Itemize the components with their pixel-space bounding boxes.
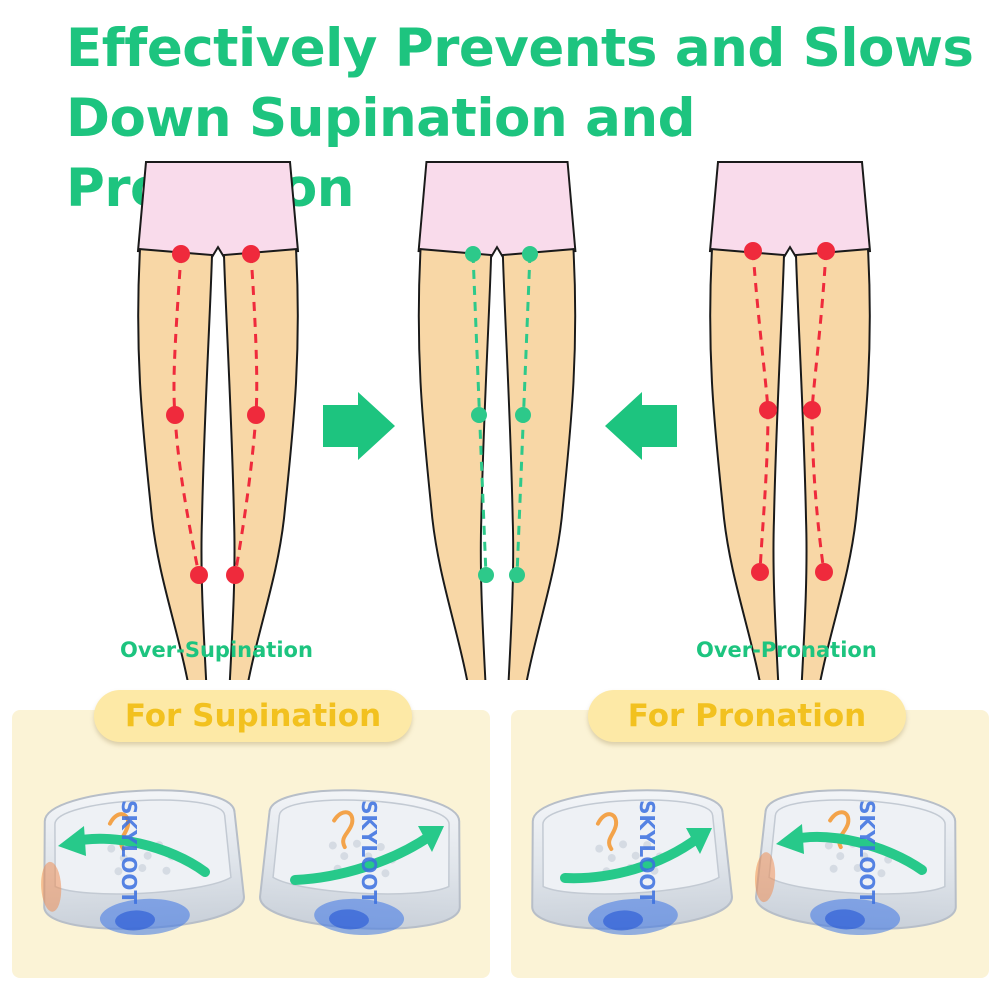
insole-brand-print: SKYLOOT bbox=[357, 800, 381, 904]
headline-line-1: Effectively Prevents and Slows bbox=[66, 18, 974, 79]
joint-markers-right-figure bbox=[744, 242, 835, 581]
caption-over-pronation: Over-Pronation bbox=[696, 638, 877, 662]
insole-pronation-left bbox=[526, 786, 733, 941]
insole-brand-print: SKYLOOT bbox=[855, 800, 879, 904]
insole-supination-left bbox=[36, 786, 245, 941]
caption-over-supination: Over-Supination bbox=[120, 638, 313, 662]
curve-arrow-pronation-left bbox=[560, 833, 703, 884]
insole-brand-print: SKYLOOT bbox=[117, 800, 141, 904]
label-for-pronation: For Pronation bbox=[588, 690, 906, 742]
arrowhead-icon bbox=[686, 828, 712, 854]
headline-line-2: Down Supination and Pronation bbox=[66, 88, 696, 219]
label-for-supination: For Supination bbox=[94, 690, 412, 742]
joint-markers-center-figure bbox=[465, 246, 538, 583]
leg-alignment-illustration bbox=[137, 161, 871, 680]
joint-markers-left-figure bbox=[166, 245, 265, 584]
curve-arrow-pronation-right bbox=[785, 832, 927, 875]
arrowhead-icon bbox=[776, 824, 804, 854]
alignment-line-right-figure bbox=[751, 250, 828, 573]
headline: Effectively Prevents and Slows Down Supi… bbox=[66, 14, 986, 224]
arrow-left-icon bbox=[605, 392, 677, 460]
arrowhead-icon bbox=[58, 826, 86, 856]
insole-pronation-right bbox=[752, 786, 961, 941]
curve-arrow-supination-right bbox=[290, 831, 435, 885]
arrow-right-icon bbox=[323, 392, 395, 460]
curve-arrow-supination-left bbox=[67, 833, 210, 877]
arrowhead-icon bbox=[418, 826, 444, 852]
insole-brand-print: SKYLOOT bbox=[635, 800, 659, 904]
